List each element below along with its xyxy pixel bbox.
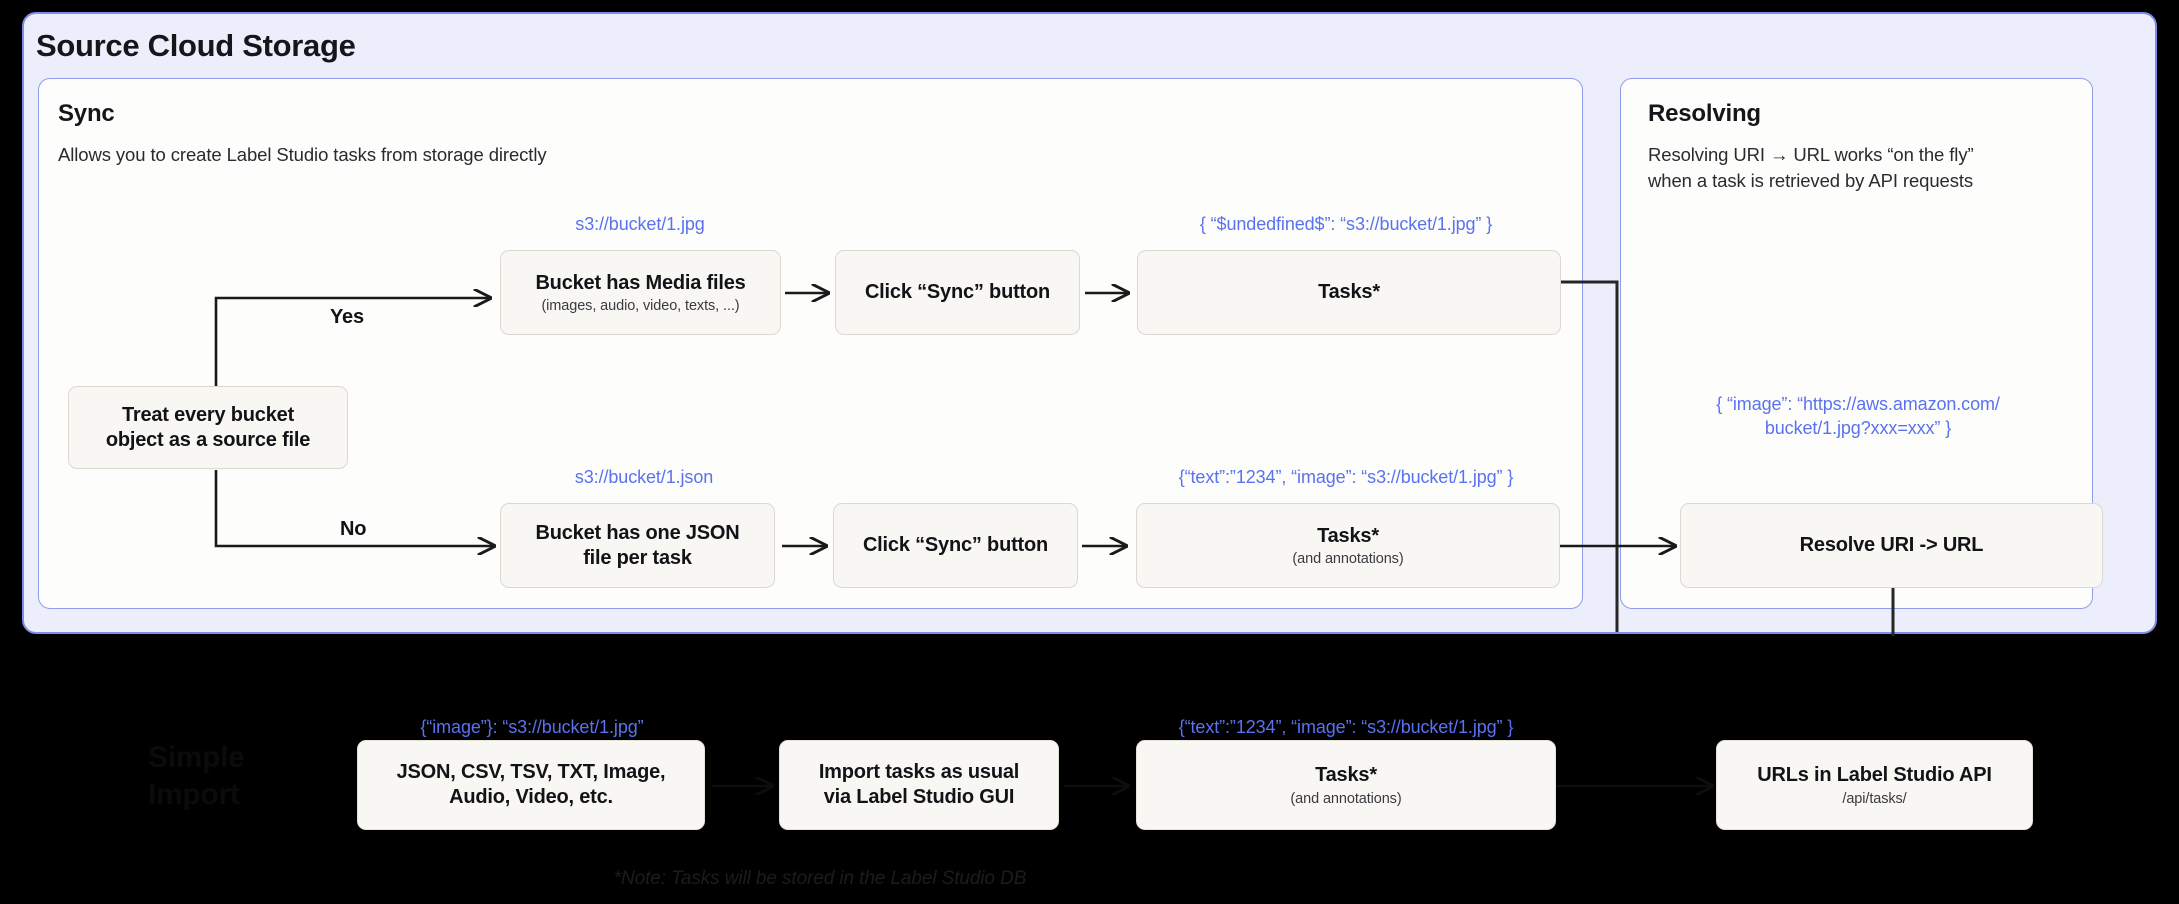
caption-media-uri: s3://bucket/1.jpg: [575, 214, 705, 234]
node-label: URLs in Label Studio API: [1757, 764, 1992, 787]
node-label: Bucket has one JSON file per task: [535, 522, 740, 569]
node-resolve-uri-to-url[interactable]: Resolve URI -> URL: [1680, 503, 2103, 588]
caption-tasks-bottom-json: {“text”:”1234”, “image”: “s3://bucket/1.…: [1178, 467, 1514, 487]
node-label: JSON, CSV, TSV, TXT, Image, Audio, Video…: [396, 761, 666, 808]
edge-label-yes: Yes: [330, 306, 364, 328]
edge-label-no: No: [340, 518, 367, 540]
caption-resolved-url-json: { “image”: “https://aws.amazon.com/ buck…: [1716, 394, 2000, 439]
footnote: *Note: Tasks will be stored in the Label…: [613, 868, 1027, 889]
node-click-sync-button-bottom[interactable]: Click “Sync” button: [833, 503, 1078, 588]
simple-import-heading: Simple Import: [148, 741, 245, 811]
node-click-sync-button-top[interactable]: Click “Sync” button: [835, 250, 1080, 335]
node-urls-in-label-studio-api[interactable]: URLs in Label Studio API /api/tasks/: [1716, 740, 2033, 830]
sync-panel-subtitle: Allows you to create Label Studio tasks …: [58, 144, 547, 165]
node-label: Bucket has Media files: [535, 271, 746, 294]
node-bucket-has-media-files[interactable]: Bucket has Media files (images, audio, v…: [500, 250, 781, 335]
caption-json-uri: s3://bucket/1.json: [574, 467, 714, 487]
page-title: Source Cloud Storage: [36, 28, 356, 63]
node-label: Click “Sync” button: [864, 281, 1051, 304]
node-label: Tasks*: [1318, 281, 1380, 304]
node-label: Tasks*: [1317, 524, 1379, 547]
sync-panel-heading: Sync: [58, 100, 115, 127]
node-import-tasks-gui[interactable]: Import tasks as usual via Label Studio G…: [779, 740, 1059, 830]
node-bottom-tasks[interactable]: Tasks* (and annotations): [1136, 740, 1556, 830]
caption-bottom-tasks-json: {“text”:”1234”, “image”: “s3://bucket/1.…: [1178, 717, 1514, 737]
node-label: Import tasks as usual via Label Studio G…: [818, 761, 1020, 808]
node-bucket-has-one-json-file[interactable]: Bucket has one JSON file per task: [500, 503, 775, 588]
node-sublabel: (and annotations): [1292, 551, 1404, 568]
node-label: Click “Sync” button: [862, 534, 1049, 557]
node-tasks-bottom[interactable]: Tasks* (and annotations): [1136, 503, 1560, 588]
caption-formats-json: {“image”}: “s3://bucket/1.jpg”: [420, 717, 644, 737]
node-treat-bucket-object[interactable]: Treat every bucket object as a source fi…: [68, 386, 348, 469]
node-sublabel: (and annotations): [1290, 790, 1402, 807]
resolving-panel-subtitle: Resolving URI → URL works “on the fly” w…: [1648, 144, 1974, 192]
node-label: Tasks*: [1315, 764, 1377, 787]
resolving-panel-heading: Resolving: [1648, 100, 1761, 127]
node-sublabel: /api/tasks/: [1842, 790, 1907, 807]
node-label: Treat every bucket object as a source fi…: [105, 404, 311, 451]
node-supported-formats[interactable]: JSON, CSV, TSV, TXT, Image, Audio, Video…: [357, 740, 705, 830]
node-sublabel: (images, audio, video, texts, ...): [541, 298, 740, 315]
node-tasks-top[interactable]: Tasks*: [1137, 250, 1561, 335]
node-label: Resolve URI -> URL: [1799, 534, 1984, 557]
caption-tasks-top-json: { “$undedfined$”: “s3://bucket/1.jpg” }: [1199, 214, 1493, 234]
